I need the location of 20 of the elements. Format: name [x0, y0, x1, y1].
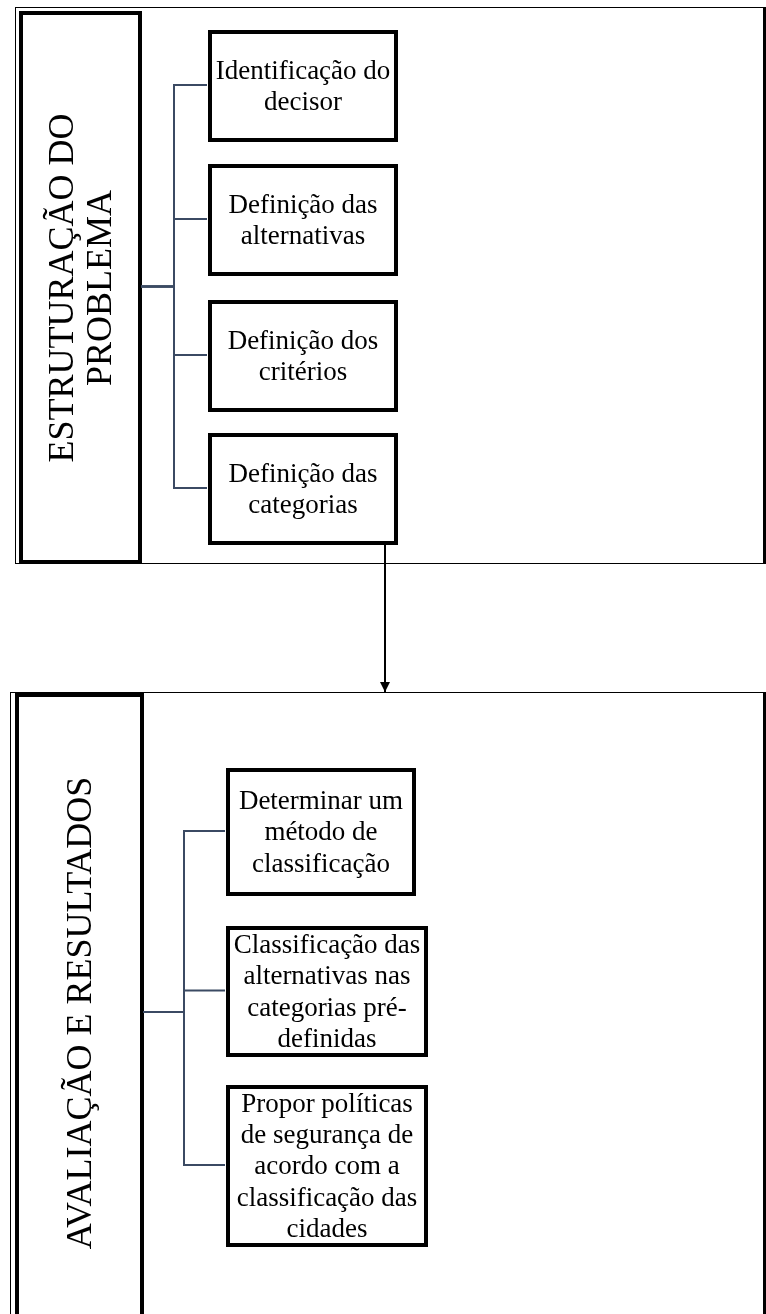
- step-text: Identificação do decisor: [214, 54, 392, 118]
- step-text: Definição das categorias: [227, 457, 379, 521]
- step-text: Definição dos critérios: [226, 324, 380, 388]
- arrow: [380, 543, 390, 693]
- step-text: Propor políticas de segurança de acordo com a classificação das cidades: [235, 1088, 419, 1244]
- section-title: ESTRUTURAÇÃO DO PROBLEMA: [42, 112, 119, 464]
- step-box: [208, 30, 398, 142]
- section-title: AVALIAÇÃO E RESULTADOS: [60, 775, 99, 1252]
- section-heading-box: [15, 693, 144, 1314]
- step-box: [208, 164, 398, 276]
- step-text: Determinar um método de classificação: [237, 785, 405, 879]
- connector-line: [140, 285, 208, 489]
- step-box: [208, 433, 398, 545]
- step-text: Definição das alternativas: [227, 188, 379, 252]
- section-panel: [15, 7, 766, 564]
- section-panel: [10, 692, 766, 1314]
- step-box: [208, 300, 398, 412]
- section-heading-box: [19, 11, 142, 564]
- step-box: [226, 768, 416, 896]
- step-text: Classificação das alternativas nas categorias pré-definidas: [232, 929, 422, 1054]
